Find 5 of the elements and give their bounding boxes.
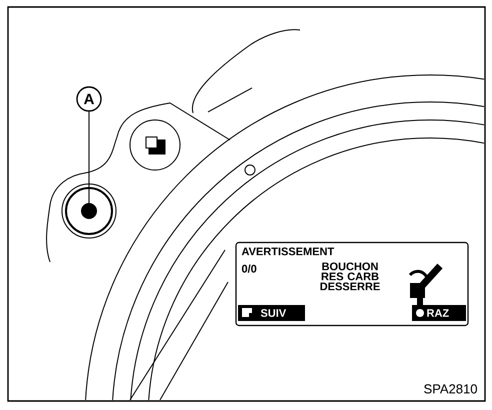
leader-line <box>88 111 90 204</box>
display-screen: AVERTISSEMENT 0/0 BOUCHON RES CARB DESSERRE SUIV RAZ <box>235 242 469 326</box>
label: SPA2810 <box>424 384 477 394</box>
callout-letter: A <box>76 86 102 112</box>
button-dot <box>81 203 97 219</box>
